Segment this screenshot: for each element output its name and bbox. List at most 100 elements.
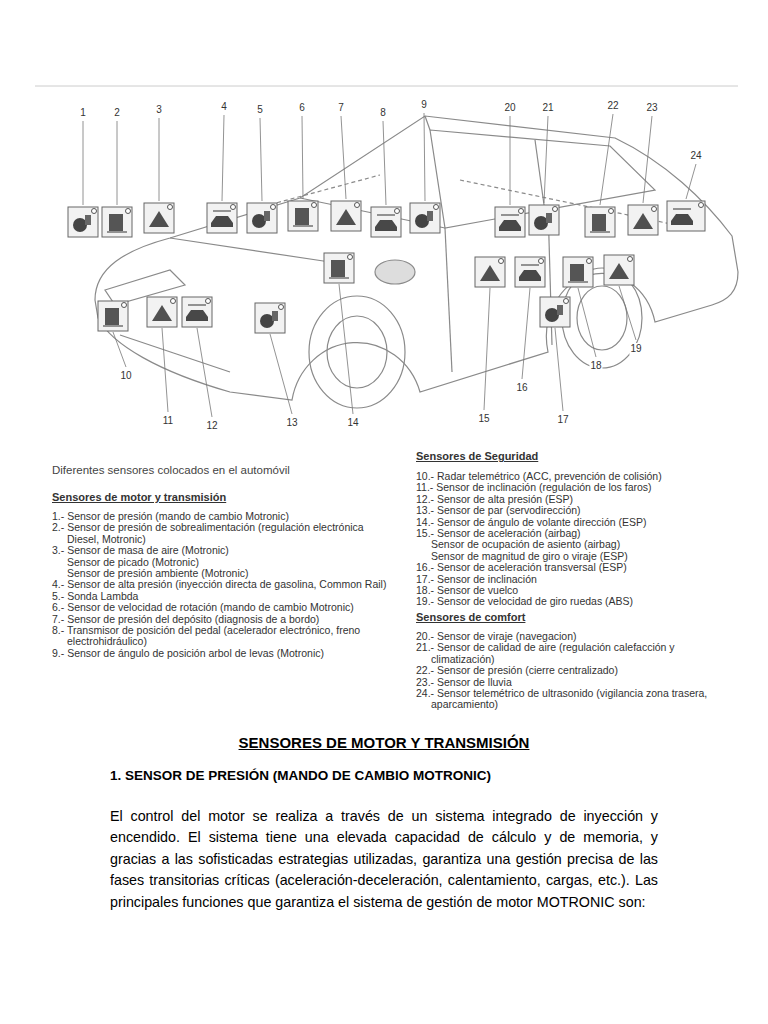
sensor-icon (147, 297, 177, 327)
icon-symbol (293, 226, 313, 227)
section-heading: Sensores de motor y transmisión (52, 491, 397, 504)
list-item: Sensor de ocupación de asiento (airbag) (416, 539, 734, 550)
callout-number: 19 (629, 343, 642, 355)
sensor-icon (98, 301, 128, 331)
list-item: 10.- Radar telemétrico (ACC, prevención … (416, 471, 734, 482)
list-item: 6.- Sensor de velocidad de rotación (man… (52, 602, 397, 613)
leader-line (270, 334, 292, 414)
sensor-dot (539, 259, 544, 264)
icon-frame (102, 207, 132, 237)
leader-line (383, 121, 386, 205)
sensor-icon (182, 297, 212, 327)
callout-number: 13 (285, 417, 298, 429)
leader-line (643, 116, 652, 203)
icon-symbol (521, 265, 539, 266)
leader-line (113, 332, 126, 367)
window-pillar (535, 140, 545, 212)
icon-symbol (570, 264, 584, 281)
icon-symbol (534, 216, 548, 230)
icon-symbol (186, 310, 208, 321)
sensor-dot (168, 205, 173, 210)
sensor-dot (587, 259, 592, 264)
icon-frame (540, 297, 570, 327)
list-item: 17.- Sensor de inclinación (416, 574, 734, 585)
sensor-icon (371, 207, 401, 237)
icon-symbol (107, 232, 127, 233)
icon-frame (495, 207, 525, 237)
leader-line (619, 286, 636, 340)
sensor-icon (255, 303, 285, 333)
sensor-dot (279, 305, 284, 310)
section-heading: Sensores de comfort (416, 611, 734, 624)
car-drawing (95, 116, 738, 408)
icon-frame (529, 205, 559, 235)
sensor-icon (288, 201, 318, 231)
callout-number: 6 (298, 102, 306, 114)
leader-line (544, 116, 548, 203)
icon-symbol (73, 218, 87, 232)
list-item: 7.- Sensor de presión del depósito (diag… (52, 614, 397, 625)
callout-number: 4 (220, 101, 228, 113)
sensor-dot (564, 299, 569, 304)
callout-number: 8 (379, 107, 387, 119)
icon-symbol (557, 305, 563, 315)
front-wheel (309, 296, 405, 408)
callout-number: 21 (541, 102, 554, 114)
callout-number: 5 (256, 104, 264, 116)
sensor-icon (540, 297, 570, 327)
list-item: 18.- Sensor de vuelco (416, 585, 734, 596)
icon-symbol (545, 308, 559, 322)
sensor-dot (348, 255, 353, 260)
sensor-dot (499, 259, 504, 264)
sensor-icon (585, 207, 615, 237)
front-wheel-rim (327, 316, 387, 388)
icon-frame (371, 207, 401, 237)
leader-line (341, 116, 346, 199)
icon-frame (255, 303, 285, 333)
icon-frame (324, 253, 354, 283)
sensor-icon (207, 203, 237, 233)
sensor-icon (563, 257, 593, 287)
icon-symbol (415, 214, 429, 228)
leader-line (484, 288, 490, 410)
sensor-dot (553, 207, 558, 212)
sensor-dot (206, 299, 211, 304)
sensor-dot (271, 205, 276, 210)
icon-symbol (252, 214, 266, 228)
icon-frame (563, 257, 593, 287)
leader-line (117, 121, 118, 205)
car-outline (95, 116, 738, 400)
sensor-dot (395, 209, 400, 214)
sensor-dot (171, 299, 176, 304)
icon-symbol (501, 215, 519, 216)
top-rule (35, 86, 738, 87)
list-item: 8.- Transmisor de posición del pedal (ac… (52, 625, 397, 648)
icon-frame (475, 257, 505, 287)
headlight (105, 270, 185, 305)
sensor-dot (519, 209, 524, 214)
sensor-dot (126, 209, 131, 214)
leader-line (339, 284, 353, 414)
sensor-dot (231, 205, 236, 210)
icon-symbol (260, 314, 274, 328)
icon-symbol (480, 265, 500, 281)
icon-frame (585, 207, 615, 237)
icon-symbol (671, 214, 693, 225)
leader-line (260, 118, 262, 201)
sensor-icon (247, 203, 277, 233)
sensor-icon (102, 207, 132, 237)
mirror (375, 260, 415, 284)
leader-line (83, 121, 84, 205)
list-item: 12.- Sensor de alta presión (ESP) (416, 494, 734, 505)
icon-symbol (592, 214, 606, 231)
list-item: 4.- Sensor de alta presión (inyección di… (52, 579, 397, 590)
callout-number: 23 (645, 102, 658, 114)
callout-number: 16 (515, 382, 528, 394)
a-pillar (425, 116, 430, 130)
callout-number: 7 (337, 102, 345, 114)
bumper-line (120, 335, 230, 372)
callout-number: 20 (503, 102, 516, 114)
icon-frame (182, 297, 212, 327)
icon-symbol (264, 211, 270, 221)
